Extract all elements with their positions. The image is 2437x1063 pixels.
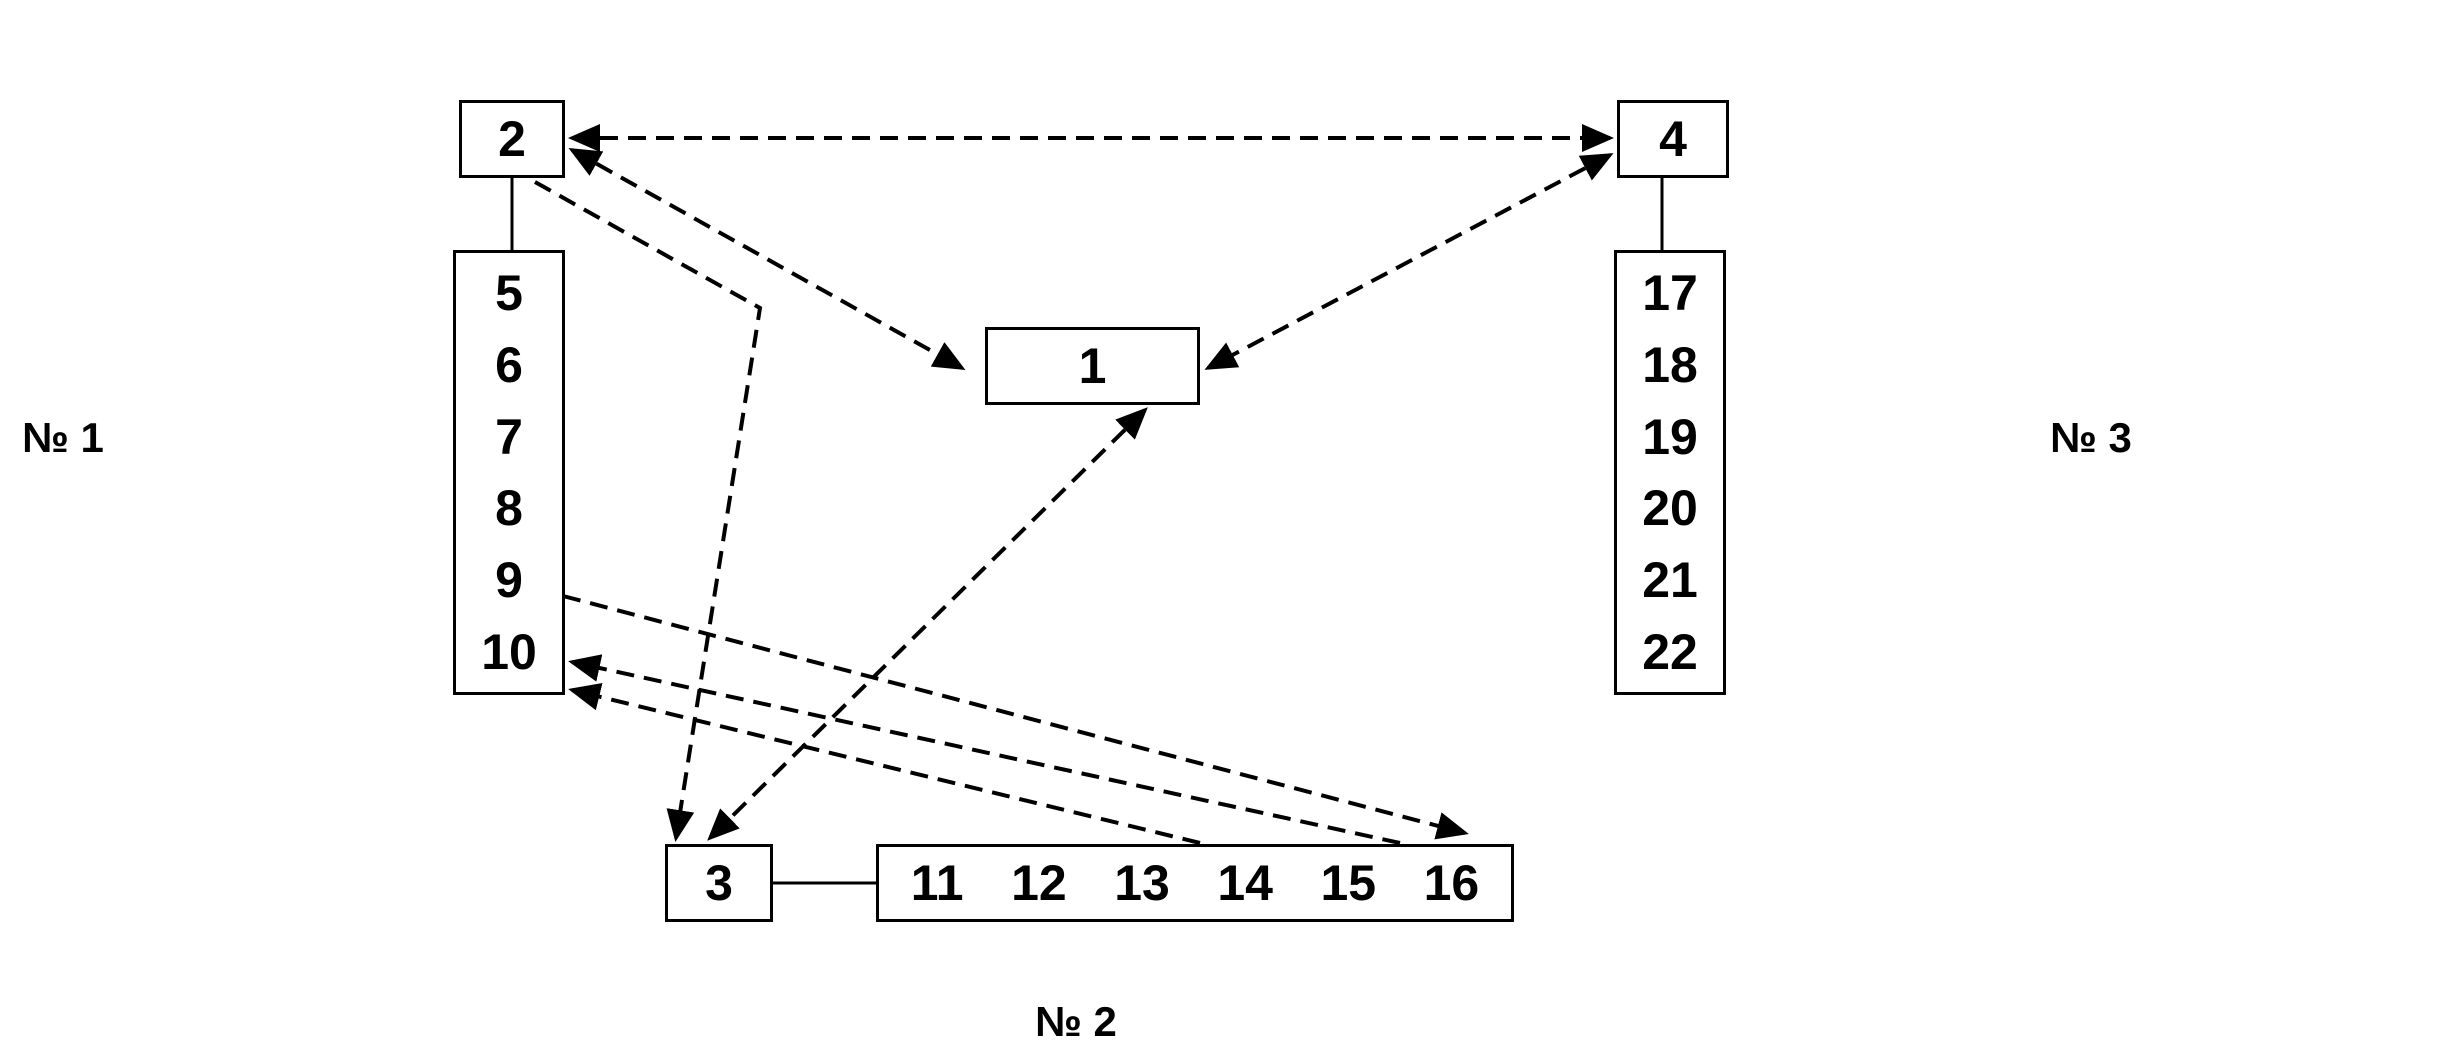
list-item: 16	[1423, 855, 1480, 911]
list-item: 21	[1642, 552, 1698, 609]
node-2-label: 2	[498, 111, 526, 167]
node-4-label: 4	[1659, 111, 1687, 167]
node-2: 2	[459, 100, 565, 178]
group-label-2: № 2	[1035, 998, 1117, 1045]
arrow-node4-node1	[1204, 153, 1614, 370]
node-3-label: 3	[705, 855, 733, 911]
item-list-group-2: 11 12 13 14 15 16	[876, 844, 1514, 922]
item-list-group-3: 17 18 19 20 21 22	[1614, 250, 1726, 695]
node-4: 4	[1617, 100, 1729, 178]
arrow-node2-node3	[534, 180, 763, 842]
list-item: 17	[1642, 264, 1698, 321]
node-1: 1	[985, 327, 1200, 405]
arrow-node1-node3	[707, 407, 1148, 841]
list-item: 18	[1642, 336, 1698, 393]
node-1-label: 1	[1078, 338, 1107, 394]
list-item: 11	[910, 855, 964, 911]
list-item: 8	[495, 480, 523, 537]
list-item: 6	[495, 336, 523, 393]
list-item: 15	[1320, 855, 1377, 911]
list-item: 7	[495, 408, 523, 465]
list-item: 10	[481, 624, 537, 681]
arrow-item9-item16	[562, 594, 1469, 840]
list-item: 9	[495, 552, 523, 609]
arrow-item15-item10	[568, 654, 1401, 845]
item-list-group-1: 5 6 7 8 9 10	[453, 250, 565, 695]
list-item: 22	[1642, 624, 1698, 681]
list-item: 14	[1217, 855, 1273, 911]
arrow-node2-node1	[568, 148, 966, 370]
list-item: 20	[1642, 480, 1698, 537]
arrow-item14-item10	[568, 683, 1201, 845]
list-item: 5	[495, 264, 523, 321]
group-label-1: № 1	[22, 414, 104, 461]
list-item: 13	[1114, 855, 1170, 911]
group-label-3: № 3	[2050, 414, 2132, 461]
list-item: 12	[1011, 855, 1067, 911]
node-3: 3	[665, 844, 773, 922]
list-item: 19	[1642, 408, 1698, 465]
